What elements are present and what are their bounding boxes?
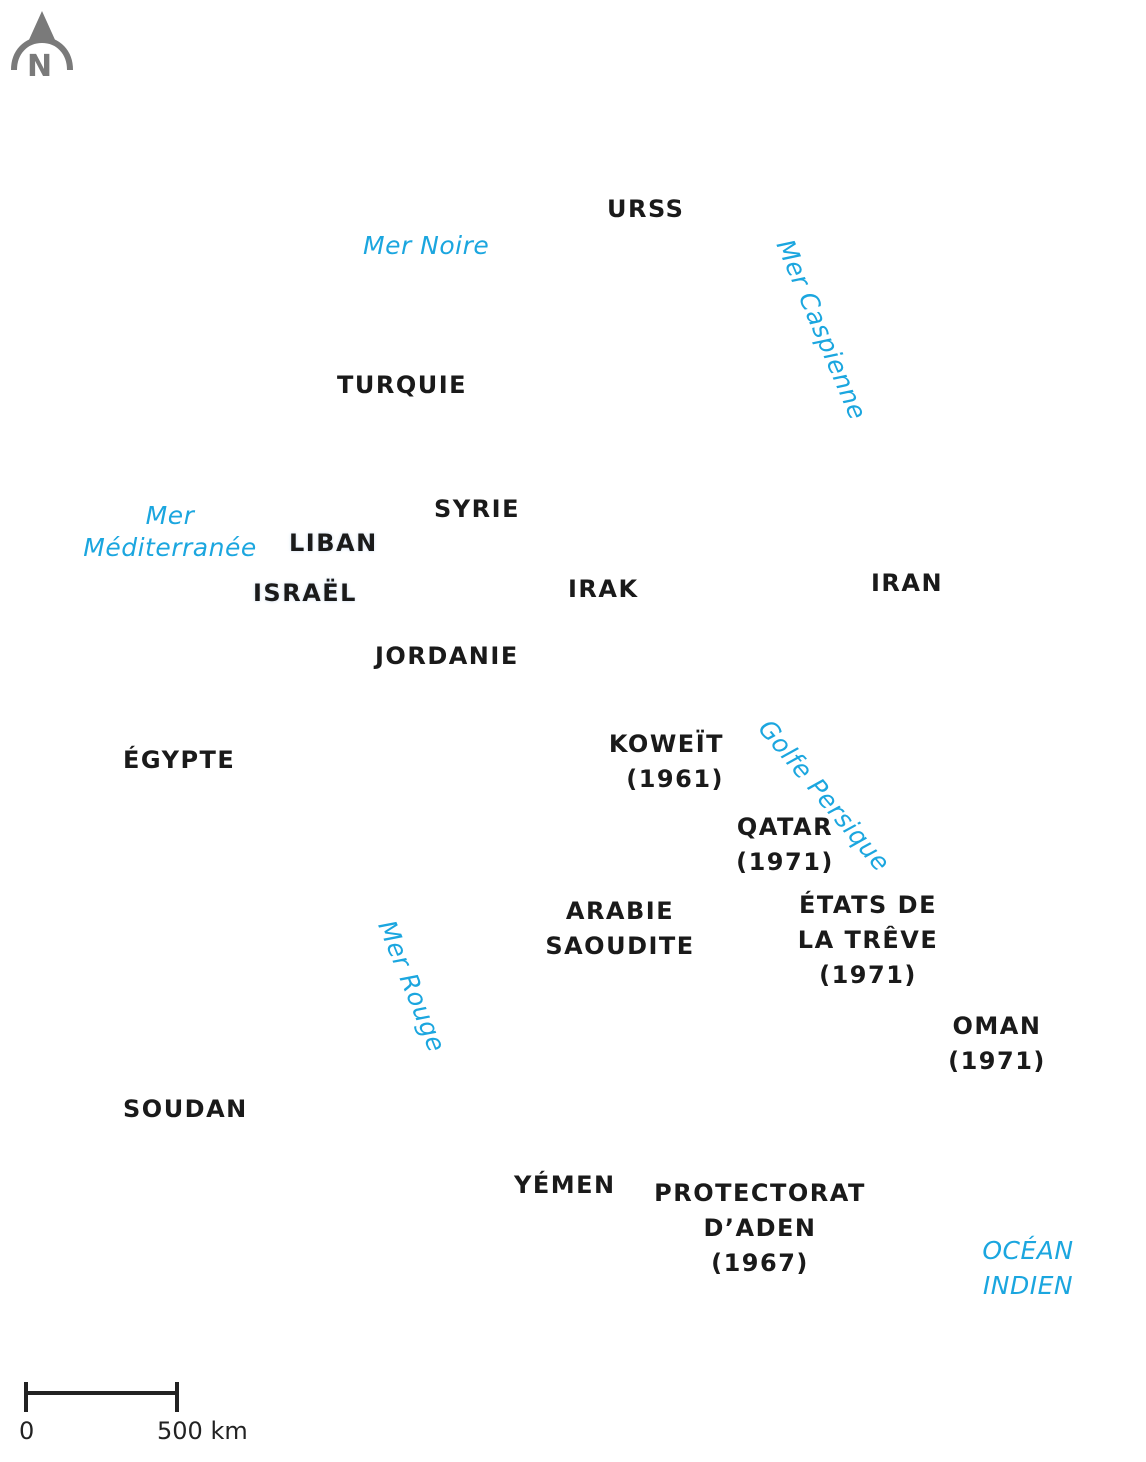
label-syrie: SYRIE [434, 495, 520, 523]
label-mer-rouge: Mer Rouge [372, 916, 452, 1057]
oman-name: OMAN [952, 1012, 1042, 1040]
label-koweit: KOWEÏT (1961) [600, 727, 724, 797]
label-israel: ISRAËL [253, 579, 357, 607]
koweit-name: KOWEÏT [608, 730, 724, 758]
label-mer-noire: Mer Noire [363, 231, 490, 260]
label-urss: URSS [607, 195, 685, 223]
label-irak: IRAK [568, 575, 639, 603]
aden-line2: D’ADEN [703, 1214, 817, 1242]
qatar-name: QATAR [736, 813, 834, 841]
aden-line1: PROTECTORAT [654, 1179, 866, 1207]
qatar-year: (1971) [736, 848, 834, 876]
mediterranee-line2: Méditerranée [83, 533, 257, 562]
aden-year: (1967) [711, 1249, 809, 1277]
label-liban: LIBAN [289, 529, 378, 557]
label-yemen: YÉMEN [514, 1171, 616, 1199]
oman-year: (1971) [948, 1047, 1046, 1075]
label-protectorat-aden: PROTECTORAT D’ADEN (1967) [645, 1176, 875, 1281]
label-jordanie: JORDANIE [375, 642, 519, 670]
ocean-line1: OCÉAN [982, 1236, 1074, 1265]
label-etats-de-la-treve: ÉTATS DE LA TRÊVE (1971) [793, 888, 943, 993]
north-letter: N [27, 49, 53, 84]
north-arrow-icon [11, 11, 73, 71]
label-oman: OMAN (1971) [947, 1009, 1047, 1079]
label-turquie: TURQUIE [337, 371, 468, 399]
scale-bar [24, 1382, 179, 1412]
etats-line1: ÉTATS DE [799, 891, 937, 919]
label-soudan: SOUDAN [123, 1095, 248, 1123]
label-mer-caspienne: Mer Caspienne [770, 235, 873, 424]
arabie-line2: SAOUDITE [545, 932, 695, 960]
label-mer-mediterranee: Mer Méditerranée [75, 500, 265, 564]
ocean-line2: INDIEN [982, 1271, 1074, 1300]
label-iran: IRAN [871, 569, 944, 597]
label-qatar: QATAR (1971) [735, 810, 835, 880]
scale-start-label: 0 [19, 1417, 35, 1445]
arabie-line1: ARABIE [565, 897, 675, 925]
scale-end-label: 500 km [157, 1417, 248, 1445]
koweit-year: (1961) [626, 765, 724, 793]
mediterranee-line1: Mer [145, 501, 195, 530]
label-arabie-saoudite: ARABIE SAOUDITE [540, 894, 700, 964]
etats-line2: LA TRÊVE [797, 926, 939, 954]
label-ocean-indien: OCÉAN INDIEN [968, 1233, 1088, 1303]
etats-year: (1971) [819, 961, 917, 989]
label-egypte: ÉGYPTE [123, 746, 236, 774]
